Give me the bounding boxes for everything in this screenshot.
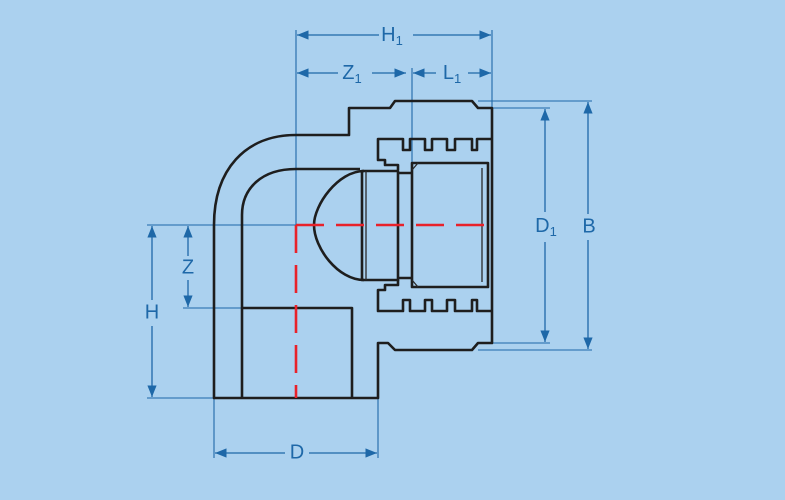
label-l1: L1 xyxy=(443,62,461,86)
label-z1: Z1 xyxy=(342,62,361,86)
dimension-lines xyxy=(147,30,593,458)
extension-lines xyxy=(147,30,592,458)
label-h1: H1 xyxy=(381,24,403,48)
center-axes xyxy=(294,223,492,398)
label-z: Z xyxy=(182,256,194,278)
label-h: H xyxy=(145,301,159,323)
label-b: B xyxy=(582,215,595,237)
dimension-labels: H1 Z1 L1 D1 B H Z D xyxy=(142,24,598,465)
label-d: D xyxy=(290,441,304,463)
label-d1: D1 xyxy=(535,215,557,239)
elbow-body xyxy=(212,99,494,400)
